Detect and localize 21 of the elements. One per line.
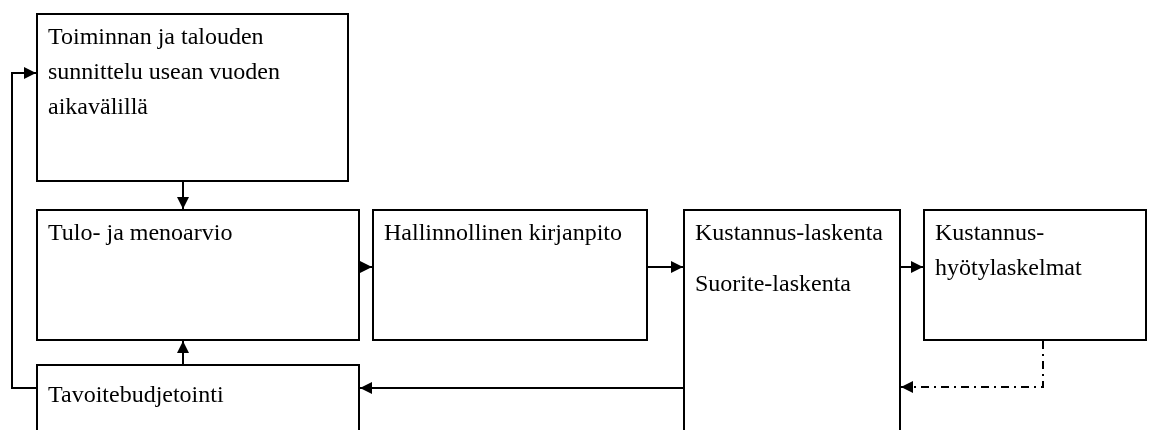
box-text: Toiminnan ja talouden sunnittelu usean vuoden aikavälillä <box>48 22 281 121</box>
box-text: Tulo- ja menoarvio <box>48 218 234 247</box>
arrow <box>900 261 924 273</box>
process-box <box>372 209 648 341</box>
box-text: Kustannus-laskenta <box>695 218 884 247</box>
process-box <box>36 209 360 341</box>
arrow <box>359 261 373 273</box>
arrow <box>359 382 684 394</box>
process-box <box>36 364 360 430</box>
arrow <box>647 261 684 273</box>
box-text: Suorite-laskenta <box>695 269 852 298</box>
process-box <box>36 13 349 182</box>
arrow <box>177 181 189 210</box>
arrow <box>177 340 189 365</box>
process-box <box>683 209 901 430</box>
arrow <box>900 340 1044 393</box>
box-text: Kustannus-hyötylaskelmat <box>935 218 1083 282</box>
box-text: Hallinnollinen kirjanpito <box>384 218 623 247</box>
box-text: Tavoitebudjetointi <box>48 380 225 409</box>
arrow <box>11 67 37 389</box>
process-box <box>923 209 1147 341</box>
